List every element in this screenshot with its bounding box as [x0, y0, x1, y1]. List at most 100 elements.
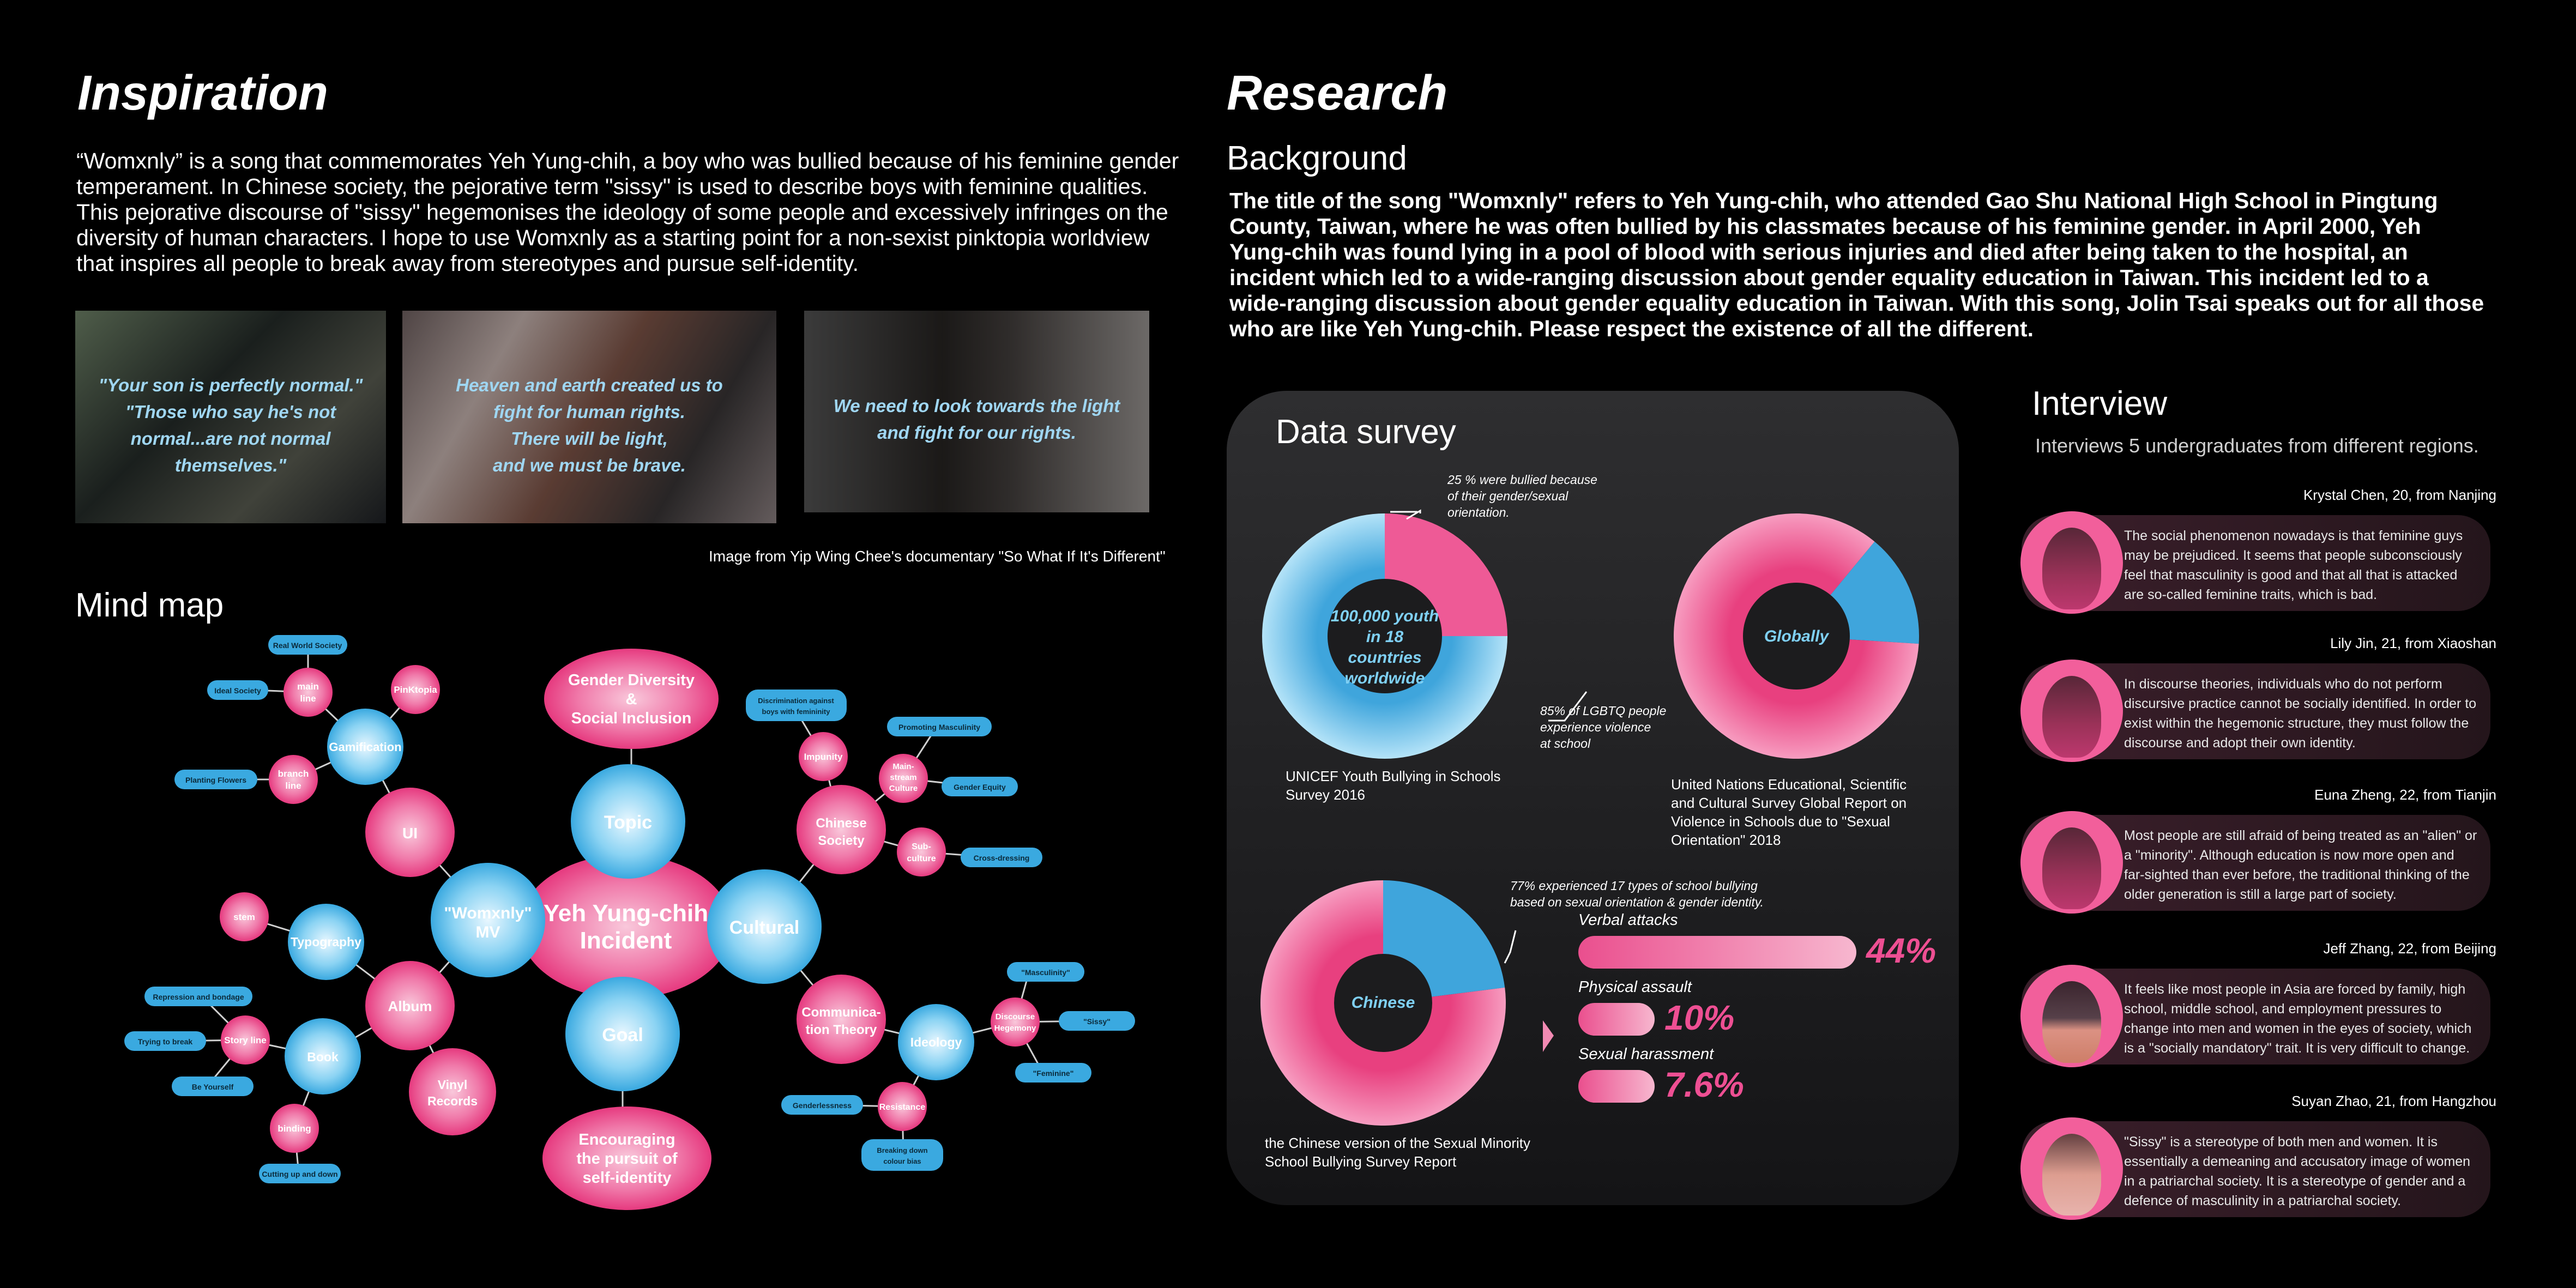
- bar-label: Sexual harassment: [1578, 1045, 1714, 1063]
- node-ideology: [898, 1004, 974, 1080]
- node-subculture: [897, 827, 946, 876]
- interviewee-name: Jeff Zhang, 22, from Beijing: [2323, 940, 2496, 957]
- interview-quote: Most people are still afraid of being tr…: [2124, 828, 2477, 902]
- center-node-label: Incident: [580, 927, 672, 954]
- donut-unesco-source: United Nations Educational, Scientific a…: [1671, 775, 1907, 849]
- node-label: PinKtopia: [394, 685, 437, 695]
- interview-card: "Sissy" is a stereotype of both men and …: [2020, 1117, 2490, 1220]
- source-line: the Chinese version of the Sexual Minori…: [1265, 1135, 1531, 1151]
- node-label: stream: [890, 773, 916, 782]
- node-label: Records: [427, 1094, 478, 1108]
- node-label: Goal: [602, 1025, 643, 1045]
- mind-map: Yeh Yung-chih Incident Gender Diversity …: [124, 635, 1135, 1210]
- documentary-image-1: "Your son is perfectly normal." "Those w…: [75, 311, 386, 523]
- annotation-line-text: 25 % were bullied because: [1447, 473, 1597, 487]
- quote-line: themselves.": [174, 455, 287, 475]
- survey-donuts: [1260, 509, 1919, 1126]
- interviewee-name: Euna Zheng, 22, from Tianjin: [2314, 787, 2496, 803]
- tag-label: Ideal Society: [214, 686, 261, 695]
- annotation-line: [1504, 930, 1517, 964]
- tag-label: Cutting up and down: [262, 1170, 337, 1178]
- node-mv: [431, 863, 545, 977]
- interview-card: The social phenomenon nowadays is that f…: [2020, 511, 2490, 614]
- node-goal: [565, 977, 680, 1091]
- node-typography: [288, 904, 364, 980]
- tag-promoting-masculinity: [887, 717, 992, 736]
- node-label: Hegemony: [994, 1024, 1036, 1033]
- inspiration-title: Inspiration: [77, 66, 329, 120]
- annotation-line-text: experience violence: [1540, 720, 1651, 734]
- tag-genderlessness: [781, 1095, 863, 1115]
- documentary-image-2: Heaven and earth created us to fight for…: [402, 311, 776, 523]
- bar: [1578, 1070, 1655, 1103]
- tag-label: Breaking down: [877, 1146, 927, 1154]
- node-label: Impunity: [804, 752, 843, 762]
- bar-value: 44%: [1866, 931, 1936, 970]
- node-binding: [270, 1104, 319, 1153]
- tag-cutting-up-down: [259, 1164, 341, 1183]
- node-label: &: [626, 691, 637, 708]
- annotation-line-text: based on sexual orientation & gender ide…: [1510, 895, 1764, 909]
- node-label: Social Inclusion: [571, 710, 692, 727]
- inspiration-paragraph: “Womxnly” is a song that commemorates Ye…: [76, 148, 1179, 276]
- node-gender-diversity: [544, 649, 719, 749]
- node-label: line: [300, 693, 316, 704]
- node-ui: [365, 788, 455, 877]
- donut-unesco-label: Globally: [1764, 627, 1829, 645]
- avatar: [2020, 660, 2123, 762]
- node-label: Gamification: [329, 740, 401, 754]
- node-label: "Womxnly": [444, 904, 532, 922]
- interview-card: In discourse theories, individuals who d…: [2020, 660, 2490, 762]
- tag-label: Planting Flowers: [185, 776, 246, 784]
- tag-label: Promoting Masculinity: [898, 723, 980, 731]
- node-pinktopia: [391, 665, 440, 714]
- annotation-line-text: 85% of LGBTQ people: [1540, 704, 1667, 718]
- donut-unicef-hole: [1328, 579, 1442, 693]
- image-caption: Image from Yip Wing Chee's documentary "…: [709, 548, 1166, 565]
- quote-line: There will be light,: [511, 428, 668, 449]
- node-label: Encouraging: [578, 1131, 675, 1148]
- node-book: [285, 1018, 361, 1095]
- node-encouraging: [542, 1106, 711, 1210]
- interview-quote: "Sissy" is a stereotype of both men and …: [2124, 1134, 2471, 1208]
- avatar: [2020, 811, 2123, 914]
- node-cultural: [707, 869, 822, 984]
- tag-trying-to-break: [124, 1031, 206, 1051]
- node-label: Cultural: [729, 917, 799, 938]
- tag-discrimination: [746, 690, 847, 721]
- node-vinyl-records: [409, 1048, 496, 1135]
- interview-card: Most people are still afraid of being tr…: [2020, 811, 2490, 914]
- donut-unicef-source: UNICEF Youth Bullying in Schools Survey …: [1286, 767, 1501, 804]
- quote-line: and fight for our rights.: [877, 422, 1076, 443]
- tag-be-yourself: [172, 1077, 254, 1096]
- annotation-line-text: orientation.: [1447, 505, 1510, 519]
- annotation-line-text: of their gender/sexual: [1447, 489, 1568, 503]
- interview-subtitle: Interviews 5 undergraduates from differe…: [2035, 434, 2479, 457]
- annotation-line: [1548, 691, 1588, 722]
- tag-real-world-society: [268, 635, 347, 655]
- interview-title: Interview: [2032, 385, 2168, 422]
- tag-label: colour bias: [883, 1157, 921, 1165]
- annotation-line-text: 77% experienced 17 types of school bully…: [1510, 879, 1758, 893]
- tag-label: Repression and bondage: [153, 993, 244, 1001]
- node-label: Main-: [892, 762, 914, 771]
- tag-label: boys with femininity: [762, 708, 831, 716]
- avatar: [2020, 511, 2123, 614]
- node-label: Typography: [291, 935, 361, 949]
- node-label: Topic: [604, 812, 652, 833]
- tag-label: Genderlessness: [793, 1101, 852, 1110]
- node-label: binding: [277, 1123, 311, 1134]
- center-node-label: Yeh Yung-chih: [544, 900, 708, 927]
- quote-line: We need to look towards the light: [833, 396, 1120, 416]
- node-main-line: [283, 668, 333, 717]
- donut-chinese-label: Chinese: [1351, 994, 1415, 1012]
- tag-feminine: [1015, 1063, 1091, 1083]
- documentary-image-3: We need to look towards the light and fi…: [804, 311, 1149, 512]
- tag-sissy: [1059, 1011, 1135, 1031]
- node-label: self-identity: [583, 1169, 672, 1187]
- bar-label: Verbal attacks: [1578, 911, 1678, 929]
- quote-line: and we must be brave.: [493, 455, 686, 475]
- bar-value: 10%: [1664, 998, 1735, 1037]
- tag-label: "Masculinity": [1021, 968, 1070, 977]
- donut-chinese-hole: [1334, 954, 1432, 1052]
